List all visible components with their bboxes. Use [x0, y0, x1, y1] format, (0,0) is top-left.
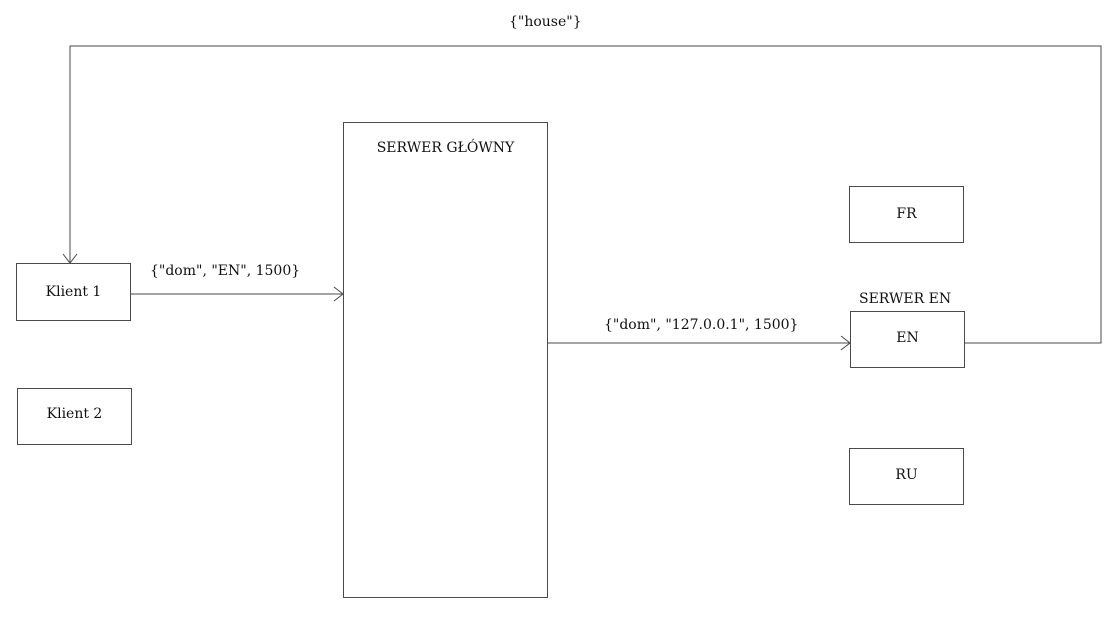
edge-label-request-to-main: {"dom", "EN", 1500} [150, 263, 301, 279]
edge-label-response-to-client: {"house"} [509, 14, 582, 30]
node-serwer-glowny-label: SERWER GŁÓWNY [376, 140, 515, 156]
node-en: EN [850, 311, 965, 368]
node-serwer-glowny: SERWER GŁÓWNY [343, 122, 548, 598]
node-en-label: EN [896, 330, 919, 346]
node-klient-2: Klient 2 [17, 388, 132, 445]
edge-forward-to-en [547, 335, 851, 351]
node-fr-label: FR [896, 206, 917, 222]
edge-request-to-main [131, 286, 344, 302]
node-ru: RU [849, 448, 964, 505]
node-ru-label: RU [895, 467, 918, 483]
node-klient-1: Klient 1 [16, 263, 131, 321]
node-klient-1-label: Klient 1 [45, 284, 102, 300]
node-en-caption: SERWER EN [859, 291, 952, 307]
edge-label-forward-to-en: {"dom", "127.0.0.1", 1500} [604, 317, 799, 333]
node-fr: FR [849, 186, 964, 243]
node-klient-2-label: Klient 2 [46, 406, 103, 422]
